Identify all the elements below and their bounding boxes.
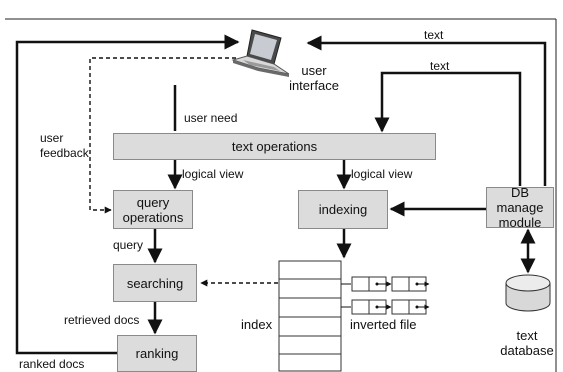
user-need-label: user need [184, 111, 238, 125]
inverted-file-lists [341, 276, 430, 315]
user-feedback-label: user feedback [40, 131, 89, 160]
text-operations-label: text operations [231, 139, 318, 154]
inverted-file-label: inverted file [350, 317, 417, 332]
db-manager-label: DB manage module [496, 185, 544, 230]
query-label: query [113, 238, 144, 252]
searching-box: searching [113, 264, 197, 302]
index-label: index [241, 317, 273, 332]
laptop-icon [231, 29, 290, 77]
edge-ranked-docs [15, 34, 240, 355]
edge-db-text-to-textops [374, 71, 522, 186]
retrieved-docs-label: retrieved docs [64, 313, 140, 327]
db-manager-box: DB manage module [486, 185, 554, 230]
logical-view-right-label: logical view [351, 167, 413, 181]
query-operations-box: query operations [113, 190, 193, 229]
ranking-box: ranking [117, 335, 197, 372]
ranked-docs-label: ranked docs [19, 357, 85, 371]
indexing-label: indexing [318, 202, 368, 217]
text-top-label: text [424, 28, 444, 42]
query-operations-label: query operations [122, 194, 184, 225]
text-database-label: text database [500, 328, 554, 358]
edge-db-text-to-interface [306, 35, 547, 186]
ranking-label: ranking [135, 346, 179, 361]
indexing-box: indexing [298, 190, 388, 229]
searching-label: searching [126, 275, 184, 291]
index-table [278, 260, 342, 372]
logical-view-left-label: logical view [182, 167, 244, 181]
edge-user-feedback [89, 57, 236, 214]
user-interface-label: user interface [289, 63, 339, 93]
text-operations-box: text operations [113, 133, 436, 160]
text-mid-label: text [430, 59, 450, 73]
database-icon [505, 274, 551, 312]
